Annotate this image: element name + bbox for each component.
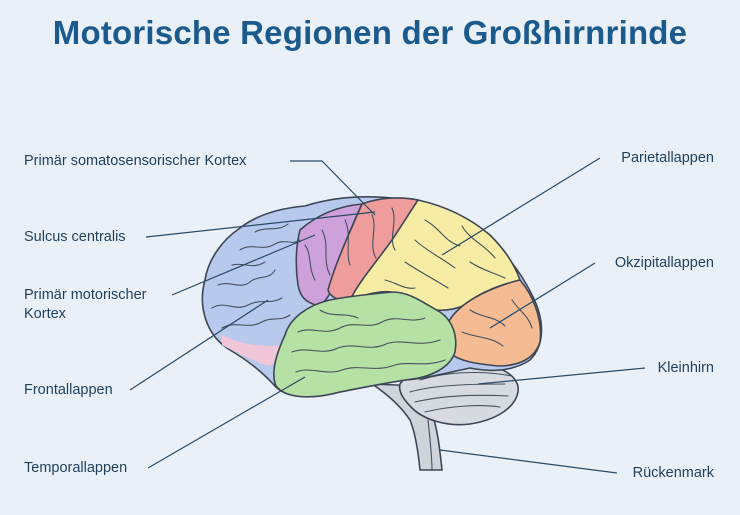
label-parietal-lobe: Parietallappen (621, 150, 714, 166)
leader-occipital (489, 262, 596, 329)
label-sulcus-centralis: Sulcus centralis (24, 229, 126, 245)
label-somatosensory-cortex: Primär somatosensorischer Kortex (24, 153, 247, 169)
label-motor-cortex-line1: Primär motorischer (24, 287, 147, 303)
label-motor-cortex-line2: Kortex (24, 306, 66, 322)
label-spinal-cord: Rückenmark (632, 465, 714, 481)
label-motor-cortex: Primär motorischer Kortex (24, 286, 146, 324)
label-frontal-lobe: Frontallappen (24, 382, 113, 398)
prefrontal-base (222, 335, 283, 366)
leader-sulcus (145, 211, 376, 238)
label-occipital-lobe: Okzipitallappen (614, 255, 714, 271)
spinal-cord (427, 419, 433, 471)
occipital-lobe (443, 279, 542, 367)
temporal-lobe (273, 291, 457, 398)
leader-spinal (439, 449, 618, 474)
leader-parietal (441, 157, 601, 256)
leader-temporal (147, 376, 306, 469)
page-title: Motorische Regionen der Großhirnrinde (52, 14, 688, 51)
leader-frontal (129, 299, 269, 391)
label-temporal-lobe: Temporallappen (24, 460, 128, 476)
label-cerebellum: Kleinhirn (657, 360, 714, 376)
leader-motor (171, 234, 316, 296)
leader-cerebellum (477, 367, 646, 385)
leader-somatosensory (290, 160, 376, 216)
